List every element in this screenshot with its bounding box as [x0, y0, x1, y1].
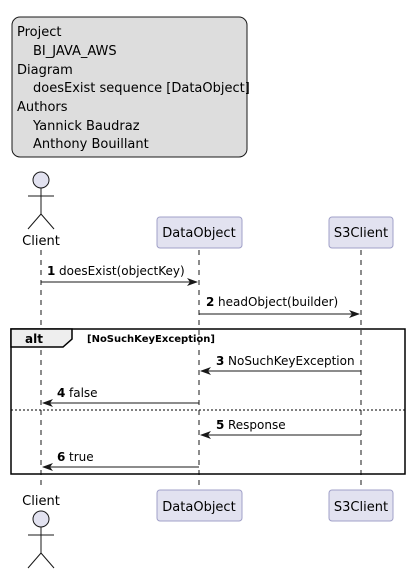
actor-head-icon [32, 171, 50, 189]
note-line: Authors [17, 100, 68, 115]
note-line: Anthony Bouillant [33, 137, 149, 152]
client-label-top: Client [22, 234, 60, 249]
note-line: BI_JAVA_AWS [33, 44, 117, 59]
message-number: 3 [216, 354, 224, 368]
actor-head-icon [32, 510, 50, 528]
message-number: 2 [206, 295, 214, 309]
client-actor-top [27, 171, 55, 230]
message-number: 1 [47, 264, 55, 278]
message-number: 4 [57, 386, 65, 400]
note-box [11, 16, 248, 158]
message-label: doesExist(objectKey) [59, 264, 185, 278]
message-number: 6 [57, 450, 65, 464]
arrowhead-icon [42, 399, 53, 407]
alt-keyword: alt [25, 332, 43, 346]
dataobject-box-bottom [156, 489, 243, 522]
client-actor-bottom [27, 510, 55, 569]
dataobject-label-top: DataObject [162, 226, 235, 241]
note-line: doesExist sequence [DataObject] [33, 81, 250, 96]
message-label: true [69, 450, 94, 464]
arrowhead-icon [200, 431, 211, 439]
client-label-bottom: Client [22, 494, 60, 509]
message-label: NoSuchKeyException [228, 354, 355, 368]
arrowhead-icon [187, 278, 198, 286]
alt-fragment [10, 328, 406, 475]
s3client-box-top [328, 216, 394, 249]
message-label: Response [228, 418, 286, 432]
dataobject-box-top [156, 216, 243, 249]
s3client-label-bottom: S3Client [334, 500, 388, 515]
message-label: false [69, 386, 98, 400]
alt-tab [10, 328, 73, 348]
s3client-label-top: S3Client [334, 226, 388, 241]
dataobject-label-bottom: DataObject [162, 500, 235, 515]
note-line: Diagram [17, 63, 73, 78]
s3client-box-bottom [328, 489, 394, 522]
alt-condition: [NoSuchKeyException] [87, 334, 215, 345]
message-number: 5 [216, 418, 224, 432]
arrowhead-icon [200, 367, 211, 375]
note-line: Yannick Baudraz [32, 119, 140, 134]
arrowhead-icon [349, 310, 360, 318]
arrowhead-icon [42, 463, 53, 471]
message-label: headObject(builder) [218, 295, 338, 309]
note-line: Project [17, 25, 61, 40]
